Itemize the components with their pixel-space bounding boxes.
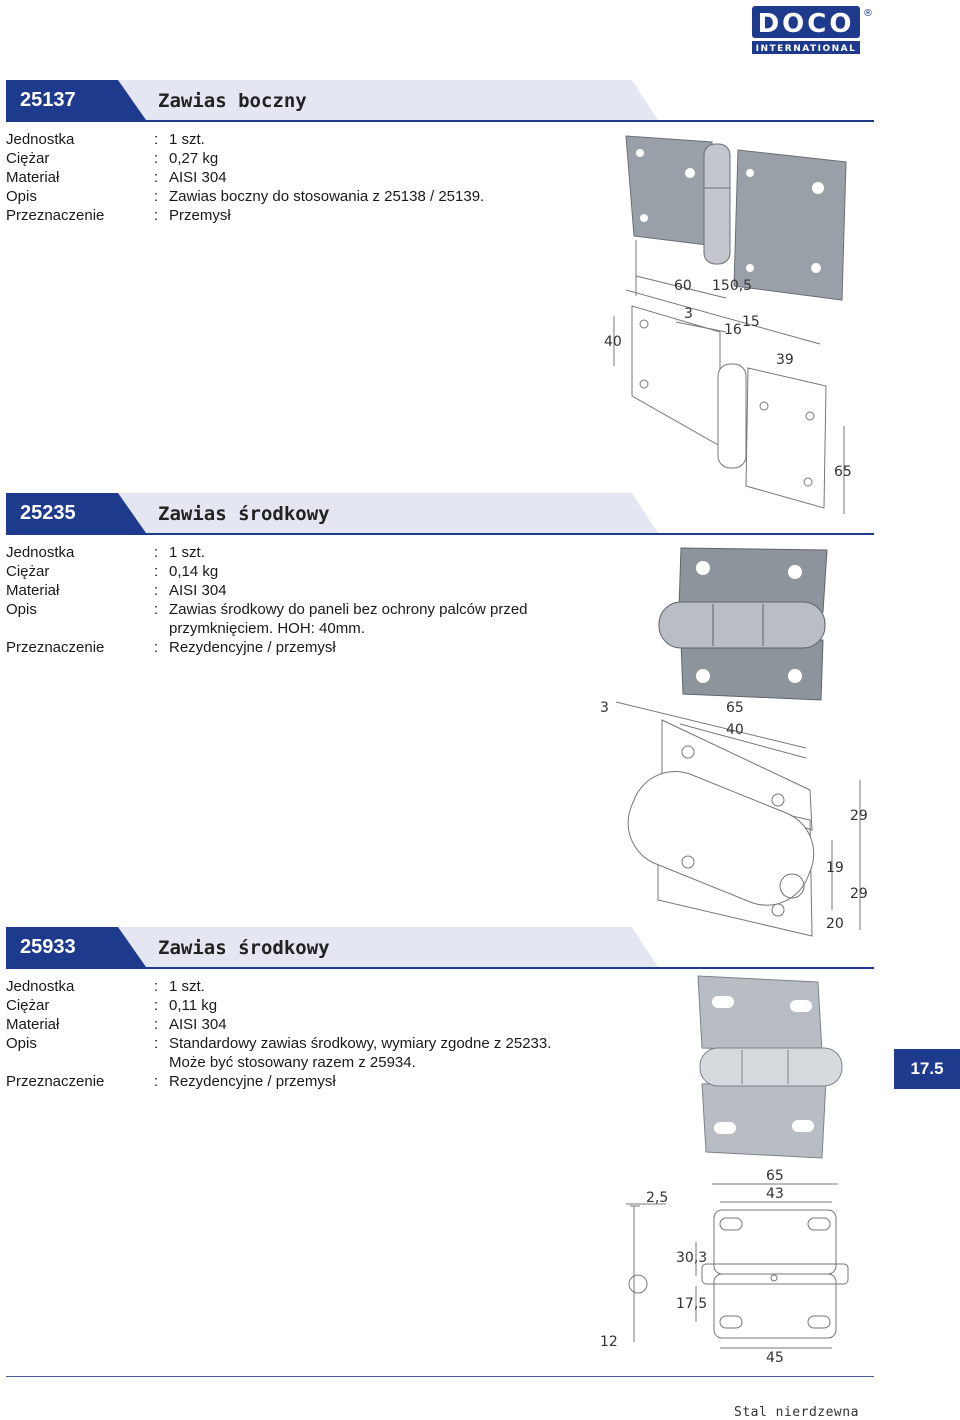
doco-logo: DOCO INTERNATIONAL ® <box>752 6 873 54</box>
hinge-25933-render <box>697 975 843 1159</box>
header-rule <box>6 120 874 122</box>
dim-label: 40 <box>604 334 622 350</box>
dim-label: 20 <box>826 916 844 932</box>
spec-row-weight: Ciężar:0,14 kg <box>6 563 219 580</box>
dim-label: 60 <box>674 278 692 294</box>
product-code: 25933 <box>6 927 146 967</box>
header-rule <box>6 967 874 969</box>
dim-label: 2,5 <box>646 1190 668 1206</box>
product-header: 25933 Zawias środkowy <box>6 927 874 969</box>
dim-label: 12 <box>600 1334 618 1350</box>
spec-row-desc-cont: przymknięciem. HOH: 40mm. <box>169 620 365 637</box>
dim-label: 65 <box>766 1168 784 1184</box>
spec-row-unit: Jednostka:1 szt. <box>6 978 205 995</box>
bottom-rule <box>6 1376 874 1377</box>
product-header: 25235 Zawias środkowy <box>6 493 874 535</box>
dim-label: 17,5 <box>676 1296 707 1312</box>
dim-label: 3 <box>684 306 693 322</box>
spec-row-material: Materiał:AISI 304 <box>6 582 227 599</box>
footer-category: Stal nierdzewna <box>734 1405 859 1420</box>
hinge-25933-drawing: 65 43 2,5 30,3 17,5 12 45 <box>600 1168 849 1366</box>
hinge-25235-render <box>658 547 828 701</box>
dim-label: 19 <box>826 860 844 876</box>
dim-label: 29 <box>850 886 868 902</box>
spec-row-purpose: Przeznaczenie:Rezydencyjne / przemysł <box>6 639 336 656</box>
hinge-25137-render <box>625 135 847 301</box>
dim-label: 3 <box>600 700 609 716</box>
spec-row-desc-cont: Może być stosowany razem z 25934. <box>169 1054 416 1071</box>
spec-row-material: Materiał:AISI 304 <box>6 1016 227 1033</box>
dim-label: 39 <box>776 352 794 368</box>
logo-text: DOCO <box>758 9 855 39</box>
product-title: Zawias boczny <box>158 90 307 112</box>
product-code: 25235 <box>6 493 146 533</box>
product-header: 25137 Zawias boczny <box>6 80 874 122</box>
spec-list: Jednostka:1 szt. Ciężar:0,27 kg Materiał… <box>6 130 589 225</box>
spec-row-desc: Opis:Zawias środkowy do paneli bez ochro… <box>6 601 528 618</box>
spec-row-weight: Ciężar:0,27 kg <box>6 150 219 167</box>
logo-subtext: INTERNATIONAL <box>756 44 857 54</box>
hinge-25137-drawing: 60 150,5 3 16 15 39 40 65 <box>604 240 852 514</box>
spec-row-unit: Jednostka:1 szt. <box>6 544 205 561</box>
dim-label: 65 <box>726 700 744 716</box>
dim-label: 43 <box>766 1186 784 1202</box>
product-title: Zawias środkowy <box>158 937 330 959</box>
dim-label: 16 <box>724 322 742 338</box>
dim-label: 40 <box>726 722 744 738</box>
spec-list: Jednostka:1 szt. Ciężar:0,14 kg Materiał… <box>6 543 589 657</box>
product-title: Zawias środkowy <box>158 503 330 525</box>
dim-label: 30,3 <box>676 1250 707 1266</box>
page-number-tab: 17.5 <box>894 1049 960 1089</box>
hinge-25235-drawing: 3 65 40 29 19 29 20 <box>600 700 868 937</box>
dim-label: 150,5 <box>712 278 752 294</box>
dim-label: 15 <box>742 314 760 330</box>
spec-row-purpose: Przeznaczenie:Rezydencyjne / przemysł <box>6 1073 336 1090</box>
spec-row-weight: Ciężar:0,11 kg <box>6 997 218 1014</box>
dim-label: 65 <box>834 464 852 480</box>
spec-row-desc: Opis:Zawias boczny do stosowania z 25138… <box>6 188 485 205</box>
spec-list: Jednostka:1 szt. Ciężar:0,11 kg Materiał… <box>6 977 589 1091</box>
spec-row-purpose: Przeznaczenie:Przemysł <box>6 207 231 224</box>
header-rule <box>6 533 874 535</box>
dim-label: 29 <box>850 808 868 824</box>
spec-row-desc: Opis:Standardowy zawias środkowy, wymiar… <box>6 1035 552 1052</box>
spec-row-unit: Jednostka:1 szt. <box>6 131 205 148</box>
product-code: 25137 <box>6 80 146 120</box>
spec-row-material: Materiał:AISI 304 <box>6 169 227 186</box>
logo-registered: ® <box>863 8 873 19</box>
dim-label: 45 <box>766 1350 784 1366</box>
